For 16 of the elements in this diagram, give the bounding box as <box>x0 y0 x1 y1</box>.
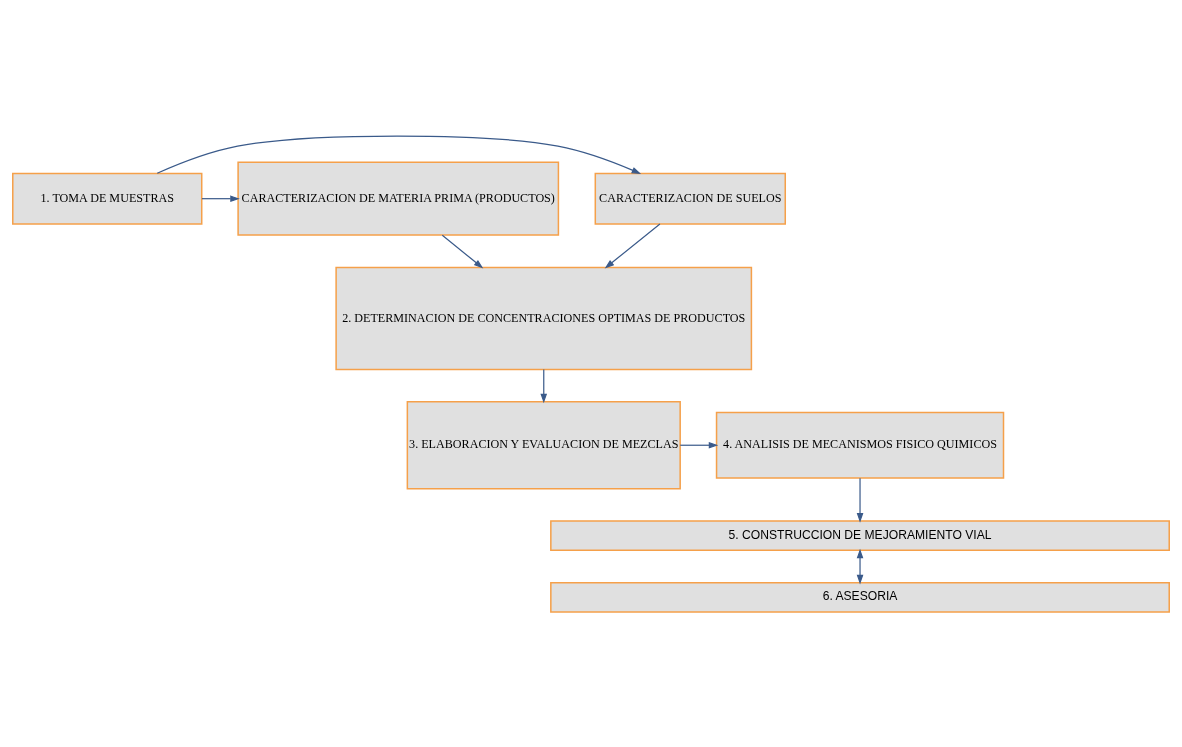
arrow <box>201 194 240 202</box>
arrow <box>540 368 548 403</box>
arrow <box>441 234 484 268</box>
node-box: 1. TOMA DE MUESTRAS <box>12 172 203 225</box>
arrow <box>679 441 719 449</box>
node-box: 2. DETERMINACION DE CONCENTRACIONES OPTIMAS DE PRODUCTOS <box>335 266 753 370</box>
node-box: CARACTERIZACION DE SUELOS <box>594 172 786 225</box>
arrow <box>856 477 864 523</box>
arrow <box>856 548 864 584</box>
node-box: 6. ASESORIA <box>550 581 1170 613</box>
node-box: 5. CONSTRUCCION DE MEJORAMIENTO VIAL <box>550 519 1170 551</box>
arrow <box>604 223 661 268</box>
arrow <box>156 134 642 174</box>
node-box: 3. ELABORACION Y EVALUACION DE MEZCLAS <box>406 400 681 489</box>
node-box: CARACTERIZACION DE MATERIA PRIMA (PRODUCTOS) <box>237 161 560 236</box>
node-box: 4. ANALISIS DE MECANISMOS FISICO QUIMICOS <box>715 411 1005 479</box>
